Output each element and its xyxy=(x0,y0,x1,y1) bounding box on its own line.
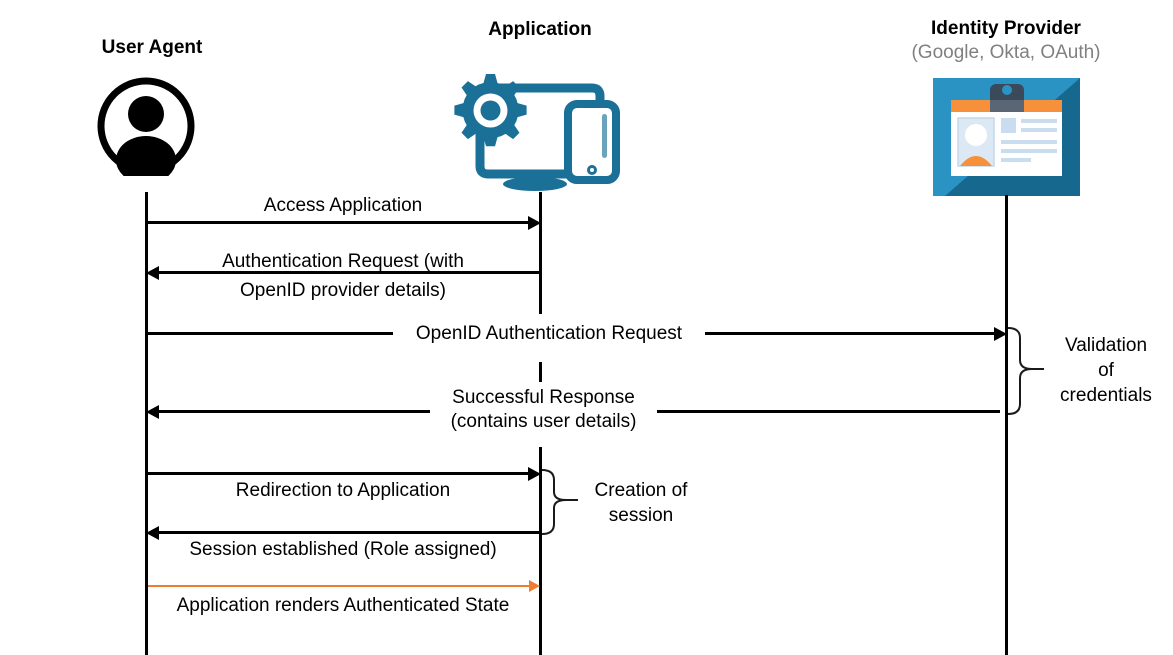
message-label-application-renders-authenticated-state: Application renders Authenticated State xyxy=(176,595,510,616)
arrowhead-left-successful-response xyxy=(146,404,159,419)
annotation-validation-of-credentials-line1: Validation xyxy=(1064,335,1148,356)
message-label-successful-response-line1: Successful Response xyxy=(430,385,657,410)
lifeline-application-segment-1 xyxy=(539,192,542,314)
brace-validation-of-credentials xyxy=(1006,326,1046,416)
arrowhead-right-application-renders-authenticated-state xyxy=(529,580,540,592)
annotation-creation-of-session-line2: session xyxy=(608,505,674,526)
message-line-authentication-request xyxy=(152,271,540,274)
arrowhead-right-openid-authentication-request xyxy=(994,326,1007,341)
lifeline-user-agent xyxy=(145,192,148,655)
id-badge-icon xyxy=(933,78,1080,196)
annotation-validation-of-credentials-line3: credentials xyxy=(1060,385,1152,406)
arrowhead-right-redirection-to-application xyxy=(528,466,541,481)
message-label-session-established: Session established (Role assigned) xyxy=(189,539,497,560)
arrowhead-right-access-application xyxy=(528,215,541,230)
message-label-authentication-request-line2: OpenID provider details) xyxy=(240,280,446,301)
brace-creation-of-session xyxy=(540,468,580,536)
participant-title-user-agent: User Agent xyxy=(101,37,203,58)
message-label-access-application: Access Application xyxy=(263,195,423,216)
message-line-session-established xyxy=(152,531,540,534)
arrowhead-left-authentication-request xyxy=(146,265,159,280)
message-line-redirection-to-application xyxy=(146,472,534,475)
message-label-successful-response-line2: (contains user details) xyxy=(430,409,657,434)
gear-monitor-mobile-icon xyxy=(450,70,630,192)
annotation-creation-of-session-line1: Creation of xyxy=(594,480,688,501)
message-line-application-renders-authenticated-state xyxy=(148,585,529,587)
participant-title-application: Application xyxy=(488,19,592,40)
message-label-redirection-to-application: Redirection to Application xyxy=(235,480,451,501)
participant-subtitle-identity-provider: (Google, Okta, OAuth) xyxy=(911,42,1101,63)
message-line-access-application xyxy=(146,221,534,224)
arrowhead-left-session-established xyxy=(146,525,159,540)
lifeline-identity-provider xyxy=(1005,195,1008,655)
user-circle-icon xyxy=(96,76,196,184)
message-label-authentication-request-line1: Authentication Request (with xyxy=(222,251,464,272)
lifeline-application-segment-3 xyxy=(539,362,542,382)
message-label-openid-authentication-request: OpenID Authentication Request xyxy=(393,321,705,346)
lifeline-application-segment-4 xyxy=(539,447,542,655)
participant-title-identity-provider: Identity Provider xyxy=(931,18,1081,39)
annotation-validation-of-credentials-line2: of xyxy=(1098,360,1114,381)
